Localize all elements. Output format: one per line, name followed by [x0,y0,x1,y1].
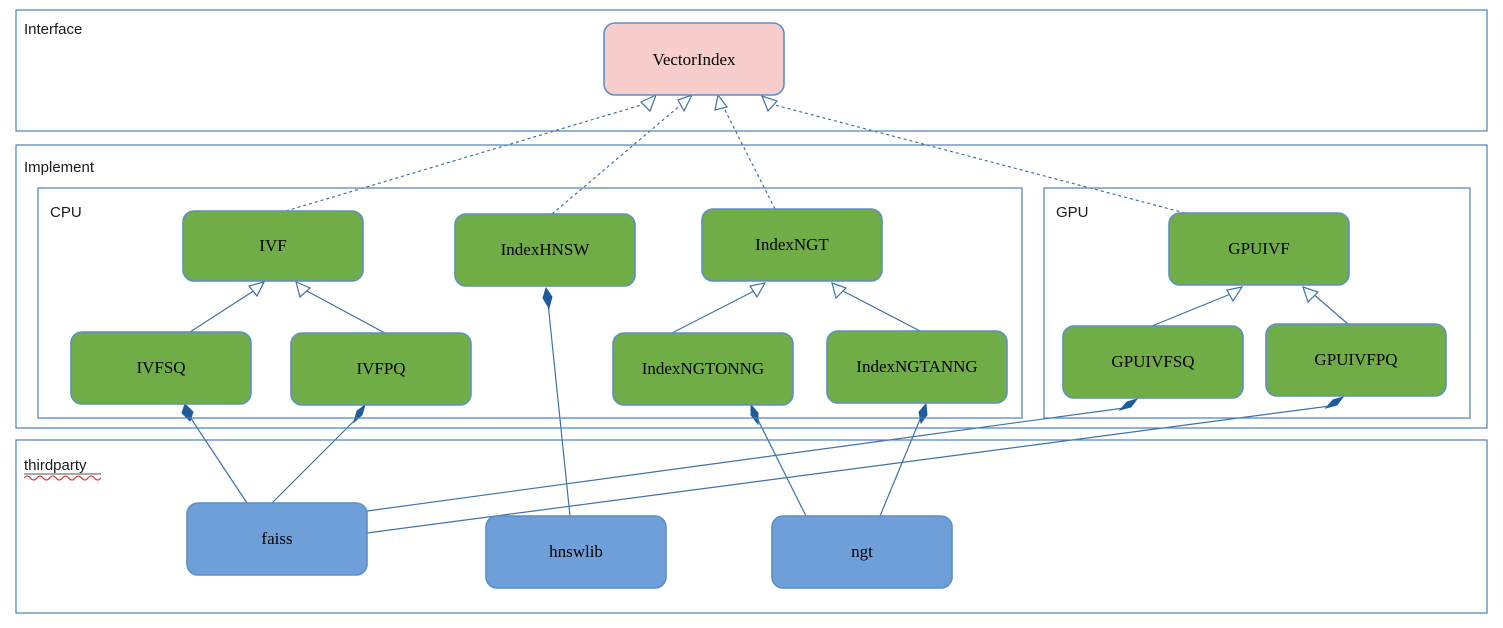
container-label-gpu: GPU [1056,204,1089,221]
edge-gpuivfpq-to-gpuivf [1302,286,1349,325]
node-label-indexngtanng: IndexNGTANNG [856,357,977,376]
node-ngt[interactable]: ngt [771,515,953,589]
node-vectorindex[interactable]: VectorIndex [603,22,785,96]
edge-indexhnsw-to-vectorindex [551,93,694,215]
container-gpu: GPU [1043,187,1471,419]
node-label-indexngt: IndexNGT [755,235,829,254]
container-cpu: CPU [37,187,1023,419]
node-indexngt[interactable]: IndexNGT [701,208,883,282]
edge-faiss-to-gpuivfsq [366,398,1139,512]
node-label-ngt: ngt [851,542,873,561]
edge-faiss-to-ivfsq [181,403,248,504]
node-gpuivf[interactable]: GPUIVF [1168,212,1350,286]
node-indexngtanng[interactable]: IndexNGTANNG [826,330,1008,404]
node-indexngtonng[interactable]: IndexNGTONNG [612,332,794,406]
edge-indexngt-to-vectorindex [714,93,776,210]
node-ivfsq[interactable]: IVFSQ [70,331,252,405]
node-label-gpuivf: GPUIVF [1228,239,1289,258]
node-label-indexhnsw: IndexHNSW [501,240,591,259]
container-label-implement: Implement [24,159,95,176]
spellcheck-underline-icon [23,475,102,481]
edge-hnswlib-to-indexhnsw [542,286,571,517]
container-label-thirdparty: thirdparty [24,457,87,474]
container-label-cpu: CPU [50,204,82,221]
container-label-interface: Interface [24,21,82,38]
edge-gpuivf-to-vectorindex [760,95,1186,214]
node-label-gpuivfsq: GPUIVFSQ [1111,352,1194,371]
node-label-faiss: faiss [261,529,292,548]
edge-faiss-to-gpuivfpq [366,396,1345,534]
node-label-ivfsq: IVFSQ [136,358,185,377]
node-label-hnswlib: hnswlib [549,542,603,561]
container-interface: Interface [15,9,1488,132]
node-ivfpq[interactable]: IVFPQ [290,332,472,406]
container-implement: Implement [15,144,1488,429]
edge-ivf-to-vectorindex [285,93,658,212]
node-label-ivfpq: IVFPQ [356,359,405,378]
edge-ngt-to-indexngtonng [750,403,807,517]
node-gpuivfpq[interactable]: GPUIVFPQ [1265,323,1447,397]
node-label-gpuivfpq: GPUIVFPQ [1314,350,1397,369]
node-faiss[interactable]: faiss [186,502,368,576]
node-ivf[interactable]: IVF [182,210,364,282]
node-label-ivf: IVF [259,236,286,255]
edge-gpuivfsq-to-gpuivf [1151,286,1244,327]
edge-indexngtanng-to-indexngt [831,282,921,332]
edge-ivfpq-to-ivf [295,280,386,334]
node-gpuivfsq[interactable]: GPUIVFSQ [1062,325,1244,399]
container-thirdparty: thirdparty [15,439,1488,614]
node-label-indexngtonng: IndexNGTONNG [642,359,764,378]
edge-ivfsq-to-ivf [189,281,266,333]
node-hnswlib[interactable]: hnswlib [485,515,667,589]
node-label-vectorindex: VectorIndex [652,50,736,69]
edge-indexngtonng-to-indexngt [671,282,767,334]
node-indexhnsw[interactable]: IndexHNSW [454,213,636,287]
